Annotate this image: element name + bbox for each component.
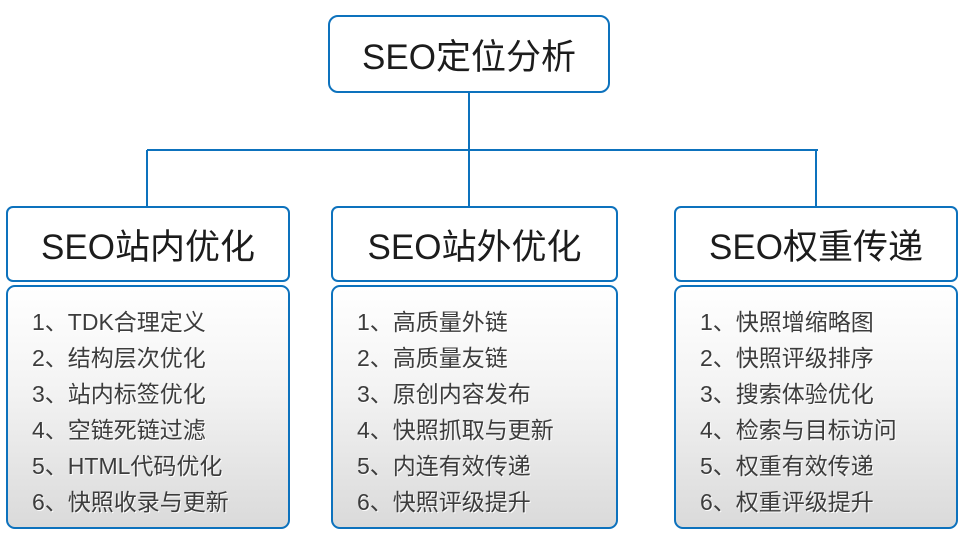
- branch-title: SEO站内优化: [41, 227, 255, 267]
- list-item: 6、快照评级提升: [357, 489, 531, 515]
- branch-title: SEO站外优化: [367, 227, 582, 267]
- connector-drop-right: [815, 150, 817, 206]
- list-item: 6、快照收录与更新: [32, 489, 229, 515]
- branch-list-offsite: 1、高质量外链 2、高质量友链 3、原创内容发布 4、快照抓取与更新 5、内连有…: [331, 285, 618, 529]
- list-item: 1、TDK合理定义: [32, 309, 206, 335]
- list-item: 2、快照评级排序: [700, 345, 874, 371]
- root-node: SEO定位分析: [328, 15, 610, 93]
- list-item: 4、检索与目标访问: [700, 417, 897, 443]
- list-item: 1、快照增缩略图: [700, 309, 874, 335]
- list-item: 3、站内标签优化: [32, 381, 206, 407]
- list-item: 5、权重有效传递: [700, 453, 874, 479]
- list-item: 2、结构层次优化: [32, 345, 206, 371]
- list-item: 2、高质量友链: [357, 345, 508, 371]
- branch-list-weight: 1、快照增缩略图 2、快照评级排序 3、搜索体验优化 4、检索与目标访问 5、权…: [674, 285, 958, 529]
- list-item: 5、HTML代码优化: [32, 453, 223, 479]
- root-node-title: SEO定位分析: [362, 37, 576, 77]
- connector-crossbar: [147, 149, 818, 151]
- branch-title: SEO权重传递: [709, 227, 923, 267]
- branch-node-weight: SEO权重传递: [674, 206, 958, 282]
- branch-node-offsite: SEO站外优化: [331, 206, 618, 282]
- list-item: 5、内连有效传递: [357, 453, 531, 479]
- list-item: 3、原创内容发布: [357, 381, 531, 407]
- list-item: 3、搜索体验优化: [700, 381, 874, 407]
- list-item: 6、权重评级提升: [700, 489, 874, 515]
- list-item: 4、快照抓取与更新: [357, 417, 554, 443]
- branch-node-onsite: SEO站内优化: [6, 206, 290, 282]
- list-item: 1、高质量外链: [357, 309, 508, 335]
- list-item: 4、空链死链过滤: [32, 417, 206, 443]
- connector-drop-left: [146, 150, 148, 206]
- branch-list-onsite: 1、TDK合理定义 2、结构层次优化 3、站内标签优化 4、空链死链过滤 5、H…: [6, 285, 290, 529]
